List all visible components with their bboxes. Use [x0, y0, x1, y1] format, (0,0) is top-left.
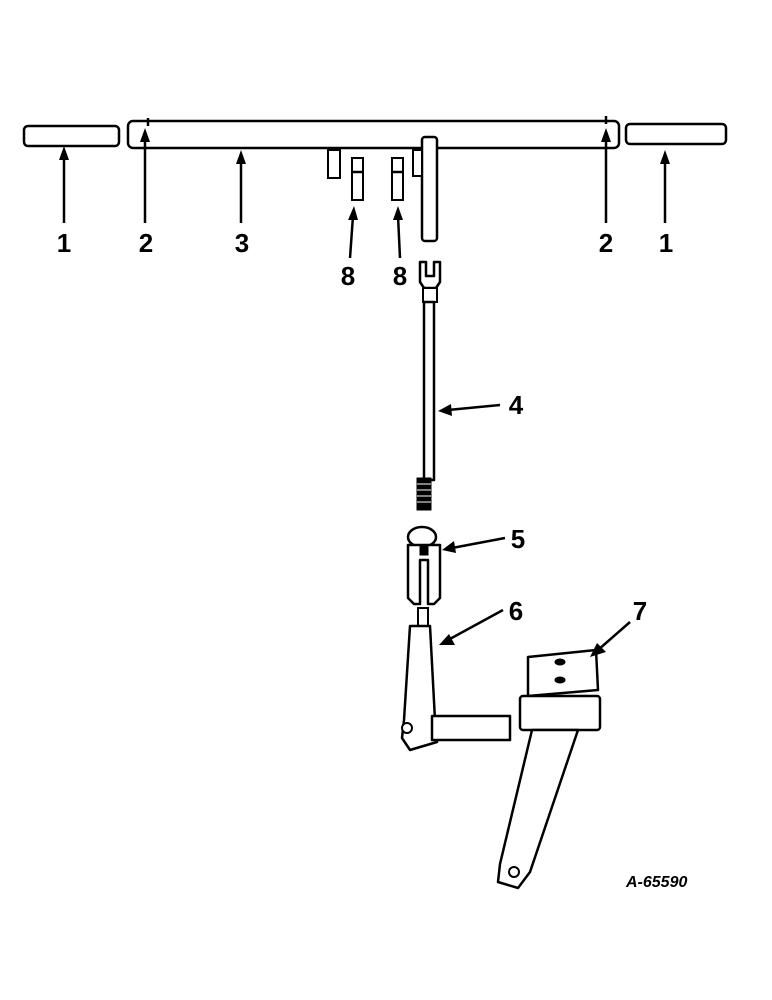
callout-labels: 1 2 3 8 8 2 1 4 5 6 7: [57, 228, 673, 626]
callout-1-right: 1: [659, 228, 673, 258]
part-6-pedal-lever: [400, 607, 512, 752]
callout-8-right: 8: [393, 261, 407, 291]
part-7-pedal-bracket: [496, 648, 602, 890]
callout-8-left: 8: [341, 261, 355, 291]
part-5-yoke: [406, 525, 442, 606]
callout-6: 6: [509, 596, 523, 626]
part-8-right-bolt: [391, 157, 404, 201]
callout-7: 7: [633, 596, 647, 626]
part-1-right-sleeve: [624, 122, 728, 146]
leader-lines: [59, 128, 670, 657]
reference-code: A-65590: [625, 874, 687, 891]
part-8-left-bolt: [351, 157, 364, 201]
part-1-left-sleeve: [22, 124, 121, 148]
shaft-lug: [327, 149, 341, 179]
callout-2-left: 2: [139, 228, 153, 258]
part-3-cross-shaft: [126, 116, 621, 243]
part-4-control-rod: [416, 260, 442, 511]
callout-1-left: 1: [57, 228, 71, 258]
callout-5: 5: [511, 524, 525, 554]
shaft-lever-arm: [420, 135, 439, 243]
lever-clip: [412, 149, 423, 177]
callout-4: 4: [509, 390, 524, 420]
callout-3: 3: [235, 228, 249, 258]
callout-2-right: 2: [599, 228, 613, 258]
